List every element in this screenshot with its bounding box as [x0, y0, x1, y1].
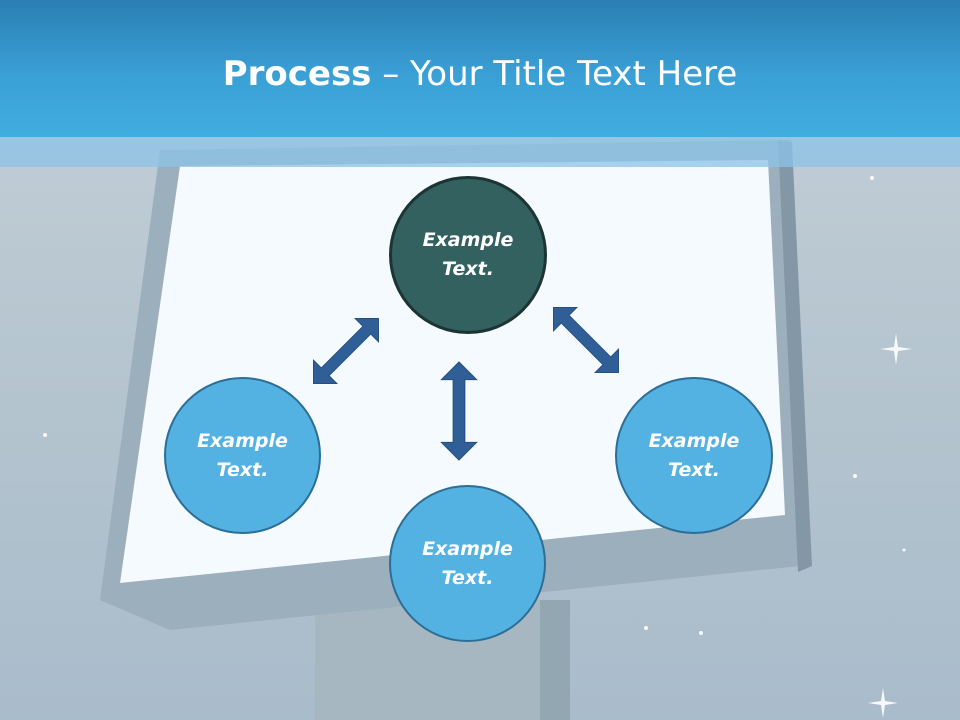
arrow-top-left	[301, 306, 391, 396]
title-bold: Process	[222, 54, 372, 94]
node-bottom: Example Text.	[389, 485, 546, 642]
node-right-label: Example Text.	[648, 429, 740, 481]
title-rest: – Your Title Text Here	[371, 54, 738, 94]
node-bottom-label: Example Text.	[422, 537, 513, 589]
node-top-label: Example Text.	[422, 229, 514, 280]
title-bar	[0, 0, 960, 137]
node-top: Example Text.	[389, 176, 547, 334]
node-right: Example Text.	[615, 377, 773, 534]
arrow-vertical	[440, 361, 478, 461]
title-bar-band	[0, 137, 960, 167]
arrow-top-right	[541, 295, 631, 385]
slide-title: Process – Your Title Text Here	[0, 52, 960, 96]
node-left: Example Text.	[164, 377, 321, 534]
node-left-label: Example Text.	[197, 429, 288, 481]
sparkles	[43, 176, 912, 718]
